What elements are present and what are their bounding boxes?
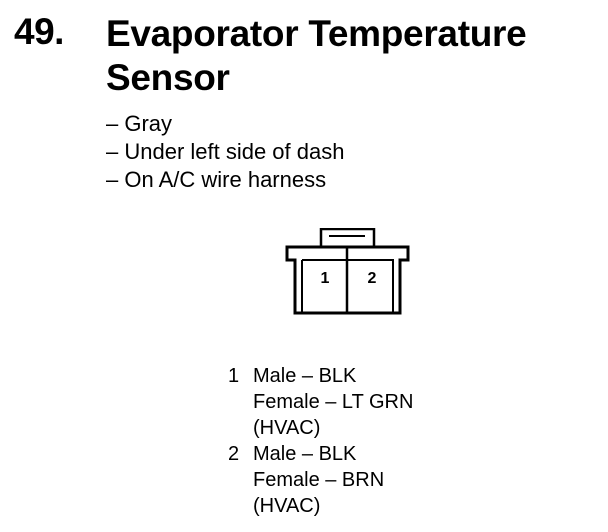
connector-pin-1-label: 1 xyxy=(321,270,330,287)
pinout-row-2: 2 Male – BLK Female – BRN (HVAC) xyxy=(228,441,413,519)
pin-female-wire: Female – LT GRN xyxy=(253,391,414,413)
detail-color: – Gray xyxy=(106,111,173,136)
pin-wires: Male – BLK Female – BRN (HVAC) xyxy=(253,441,384,519)
pin-male-wire: Male – BLK xyxy=(253,443,357,465)
pin-number: 1 xyxy=(228,365,240,387)
connector-latch xyxy=(319,228,376,249)
pin-number: 2 xyxy=(228,443,240,465)
item-number: 49. xyxy=(14,11,64,52)
pin-wires: Male – BLK Female – LT GRN (HVAC) xyxy=(253,363,413,441)
pinout-row-1: 1 Male – BLK Female – LT GRN (HVAC) xyxy=(228,363,413,441)
connector-diagram: 1 2 xyxy=(285,228,410,315)
detail-location: – Under left side of dash xyxy=(106,139,345,164)
pin-circuit: (HVAC) xyxy=(253,417,321,439)
page-title: Evaporator Temperature Sensor xyxy=(106,12,527,100)
pin-circuit: (HVAC) xyxy=(253,495,321,517)
pin-male-wire: Male – BLK xyxy=(253,365,357,387)
title-line-2: Sensor xyxy=(106,57,230,98)
detail-harness: – On A/C wire harness xyxy=(106,167,327,192)
connector-cavity xyxy=(301,259,394,313)
title-line-1: Evaporator Temperature xyxy=(106,13,527,54)
detail-list: – Gray – Under left side of dash – On A/… xyxy=(106,110,344,194)
connector-pin-2-label: 2 xyxy=(368,270,377,287)
pinout-list: 1 Male – BLK Female – LT GRN (HVAC) 2 Ma… xyxy=(228,363,413,519)
pin-female-wire: Female – BRN xyxy=(253,469,385,491)
